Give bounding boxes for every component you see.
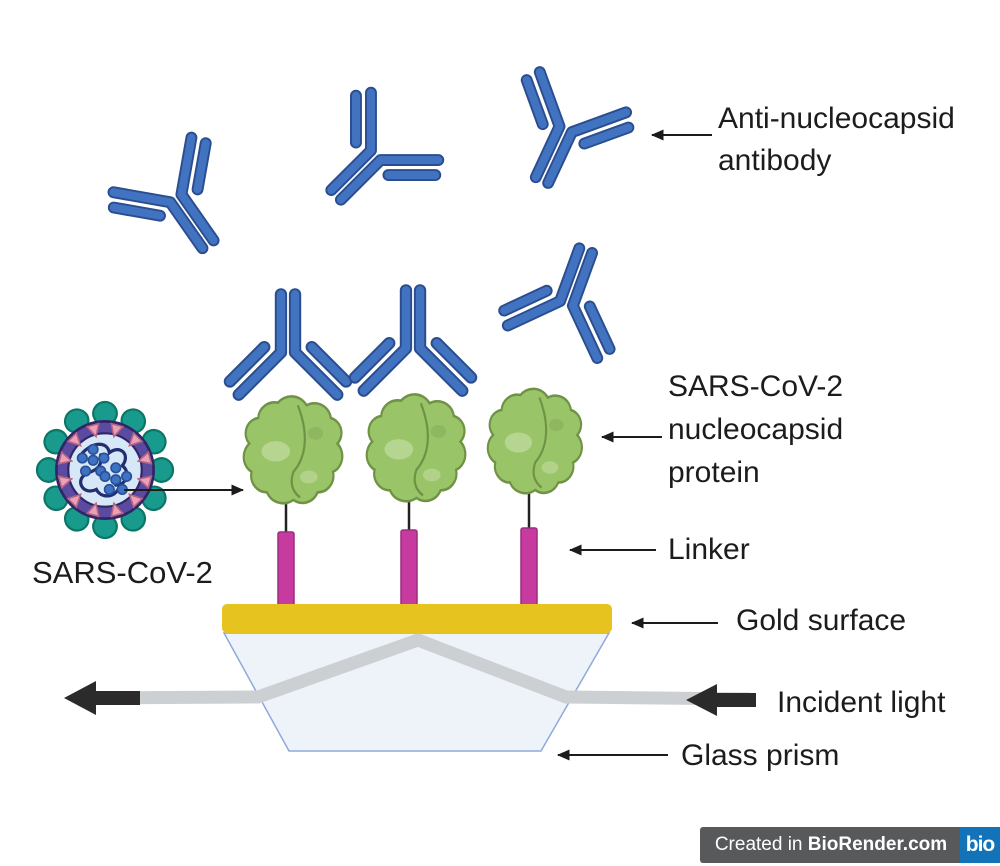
gold-surface-bar [222,604,612,633]
nucleocapsid-protein-2 [365,393,467,503]
nucleocapsid-protein-3 [486,387,584,495]
label-antibody-line2: antibody [718,144,831,177]
anti-nucleocapsid-antibody-floating-2 [296,87,444,235]
created-in-text: Created in [714,834,808,855]
anti-nucleocapsid-antibody-floating-3 [491,69,634,204]
label-prism: Glass prism [681,739,839,772]
biorender-brand: BioRender.com [807,834,948,855]
sars-cov-2-virion [35,400,175,540]
anti-nucleocapsid-antibody-bound-3 [500,232,639,361]
linker-1 [277,531,295,615]
label-incident: Incident light [777,686,946,719]
biorender-credit: Created in BioRender.com [700,827,960,863]
linker-3 [520,527,538,615]
biorender-logo: bio [960,827,1000,863]
label-protein-line1: SARS-CoV-2 [668,370,843,403]
label-linker: Linker [668,533,750,566]
label-antibody-line1: Anti-nucleocapsid [718,102,955,135]
biorender-badge: Created in BioRender.com bio [700,827,1000,863]
anti-nucleocapsid-antibody-bound-1 [230,294,346,394]
virus-nucleocapsid-dots [76,443,133,496]
anti-nucleocapsid-antibody-bound-2 [355,290,471,390]
nucleocapsid-protein-1 [242,395,344,505]
label-protein-line3: protein [668,456,760,489]
incident-light-arrow [686,684,756,716]
label-gold: Gold surface [736,604,906,637]
light-beam [81,633,751,706]
label-protein-line2: nucleocapsid [668,413,843,446]
anti-nucleocapsid-antibody-floating-1 [106,133,253,277]
linker-2 [400,529,418,615]
reflected-light-arrow [64,681,140,715]
label-virus: SARS-CoV-2 [32,555,213,590]
